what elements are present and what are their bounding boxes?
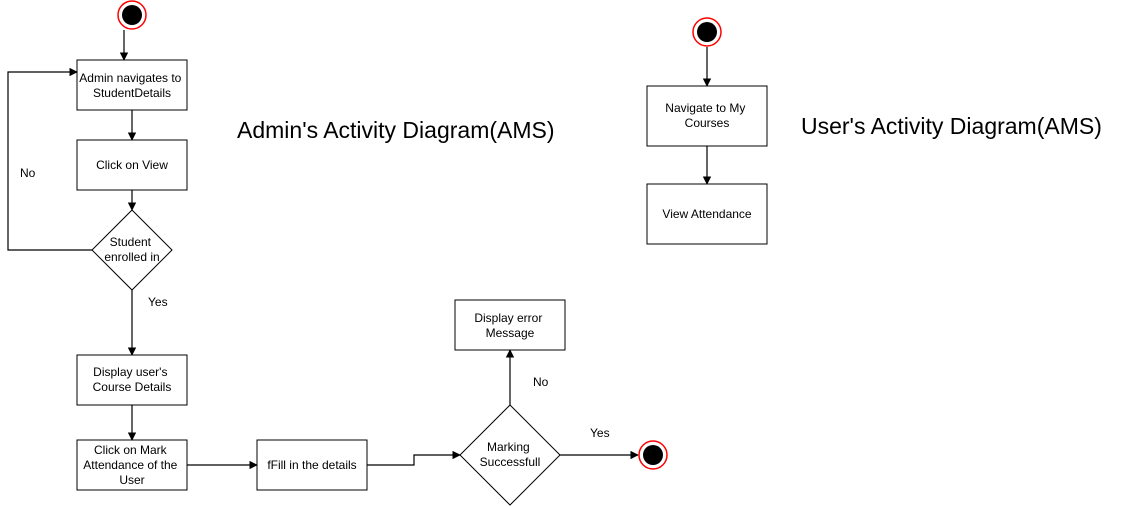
click-view-box: Click on View	[76, 139, 188, 191]
decision-enrolled-line-2: enrolled in	[104, 250, 159, 264]
navigate-courses-line-2: Courses	[685, 116, 730, 130]
fill-details-label: fFill in the details	[267, 458, 356, 472]
decision-marking: Marking Successfull	[459, 404, 561, 506]
navigate-courses-line-1: Navigate to My	[665, 101, 745, 115]
display-course-line-1: Display user's	[93, 365, 167, 379]
admin-navigate-box: Admin navigates to StudentDetails	[76, 59, 188, 111]
admin-start-node	[117, 0, 147, 30]
svg-text:Navigate to My Courses: Navigate to My Courses	[665, 101, 748, 130]
display-course-line-2: Course Details	[93, 380, 172, 394]
display-course-box: Display user's Course Details	[76, 354, 188, 406]
view-attendance-box: View Attendance	[646, 183, 768, 245]
click-mark-line-2: Attendance of the	[83, 458, 177, 472]
edge-no-loop	[7, 67, 92, 251]
decision-enrolled: Student enrolled in	[91, 209, 173, 291]
svg-text:Student enrolled in: Student enrolled in	[104, 235, 159, 264]
svg-text:Display error Message: Display error Message	[474, 311, 545, 340]
click-mark-box: Click on Mark Attendance of the User	[76, 439, 188, 491]
fill-details-box: fFill in the details	[256, 439, 368, 491]
view-attendance-label: View Attendance	[662, 207, 752, 221]
user-diagram-title: User's Activity Diagram(AMS)	[801, 113, 1102, 139]
display-error-line-1: Display error	[474, 311, 542, 325]
display-error-box: Display error Message	[454, 299, 566, 351]
svg-text:Click on Mark Attendance: Click on Mark Attendance of the User	[83, 443, 180, 487]
decision-enrolled-line-1: Student	[110, 235, 152, 249]
admin-diagram-title: Admin's Activity Diagram(AMS)	[237, 117, 555, 143]
decision-marking-line-2: Successfull	[480, 455, 541, 469]
admin-navigate-line-1: Admin navigates to	[79, 71, 181, 85]
svg-text:Marking Successfull: Marking Successfull	[480, 440, 541, 469]
edge-label-no-error: No	[533, 375, 549, 389]
decision-marking-line-1: Marking	[487, 440, 530, 454]
click-view-label: Click on View	[96, 158, 168, 172]
edge-label-yes-success: Yes	[590, 426, 610, 440]
admin-end-node	[638, 440, 668, 470]
click-mark-line-3: User	[119, 473, 144, 487]
svg-text:Admin navigates to Stude: Admin navigates to StudentDetails	[79, 71, 184, 100]
click-mark-line-1: Click on Mark	[94, 443, 168, 457]
display-error-line-2: Message	[486, 326, 535, 340]
admin-navigate-line-2: StudentDetails	[93, 86, 171, 100]
svg-text:Display user's Course De: Display user's Course Details	[93, 365, 172, 394]
edge-label-yes-enrolled: Yes	[148, 295, 168, 309]
edge-fill-to-decision	[367, 450, 461, 466]
edge-label-no-loop: No	[20, 166, 36, 180]
user-start-node	[692, 17, 722, 47]
navigate-courses-box: Navigate to My Courses	[646, 85, 768, 147]
